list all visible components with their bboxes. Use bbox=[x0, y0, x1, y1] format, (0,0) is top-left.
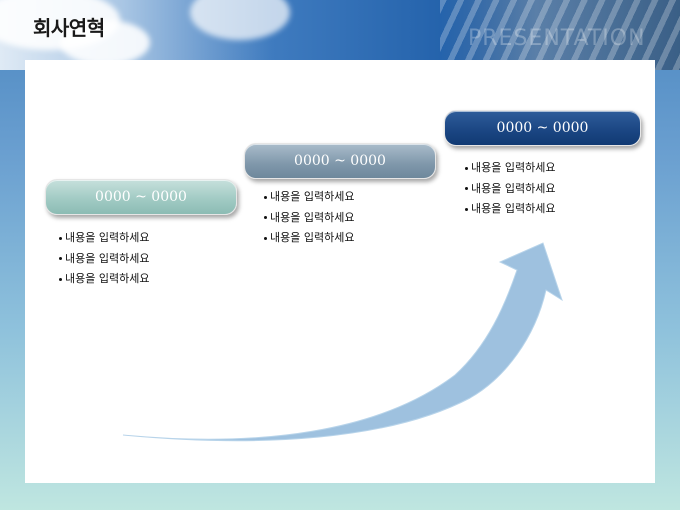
list-item: 내용을 입력하세요 bbox=[59, 228, 149, 249]
list-item: 내용을 입력하세요 bbox=[59, 269, 149, 290]
page-title: 회사연혁 bbox=[33, 16, 105, 40]
list-item: 내용을 입력하세요 bbox=[264, 208, 354, 229]
bullet-dot-icon bbox=[264, 236, 267, 240]
bullet-dot-icon bbox=[264, 195, 267, 199]
list-item: 내용을 입력하세요 bbox=[59, 249, 149, 270]
list-item: 내용을 입력하세요 bbox=[465, 158, 555, 179]
building-image bbox=[440, 0, 680, 70]
timeline-period-box-3: 0000 ~ 0000 bbox=[444, 110, 641, 146]
list-item: 내용을 입력하세요 bbox=[465, 179, 555, 200]
bullet-dot-icon bbox=[465, 166, 468, 170]
bullet-dot-icon bbox=[59, 257, 62, 260]
timeline-items-list-2: 내용을 입력하세요 내용을 입력하세요 내용을 입력하세요 bbox=[264, 187, 354, 249]
bullet-dot-icon bbox=[59, 277, 62, 281]
bullet-dot-icon bbox=[465, 187, 468, 190]
timeline-items-list-1: 내용을 입력하세요 내용을 입력하세요 내용을 입력하세요 bbox=[59, 228, 149, 290]
list-item: 내용을 입력하세요 bbox=[465, 199, 555, 220]
bullet-dot-icon bbox=[59, 236, 62, 240]
list-item: 내용을 입력하세요 bbox=[264, 228, 354, 249]
timeline-period-box-2: 0000 ~ 0000 bbox=[244, 143, 436, 179]
presentation-watermark: PRESENTATION bbox=[468, 26, 646, 51]
sky-header-image bbox=[0, 0, 680, 70]
timeline-period-label-3: 0000 ~ 0000 bbox=[496, 120, 589, 136]
cloud-shape bbox=[60, 20, 150, 65]
timeline-period-box-1: 0000 ~ 0000 bbox=[45, 179, 237, 215]
timeline-period-label-1: 0000 ~ 0000 bbox=[95, 189, 187, 205]
timeline-period-label-2: 0000 ~ 0000 bbox=[294, 153, 386, 169]
timeline-items-list-3: 내용을 입력하세요 내용을 입력하세요 내용을 입력하세요 bbox=[465, 158, 555, 220]
list-item: 내용을 입력하세요 bbox=[264, 187, 354, 208]
bullet-dot-icon bbox=[264, 216, 267, 219]
bullet-dot-icon bbox=[465, 207, 468, 211]
